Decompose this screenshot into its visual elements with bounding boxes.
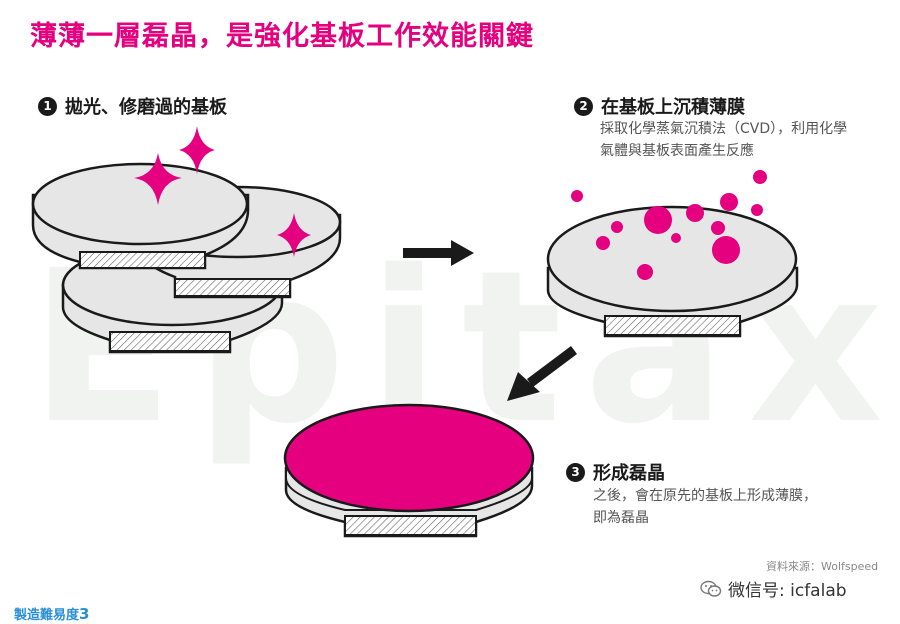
step-3-description: 之後，會在原先的基板上形成薄膜， 即為磊晶 [593,485,817,529]
wechat-label: 微信号: icfalab [728,581,847,601]
step-1-label: 1 拋光、修磨過的基板 [38,93,227,119]
step-3-label: 3 形成磊晶 [566,459,665,485]
step-1-title: 拋光、修磨過的基板 [65,97,227,118]
source-credit: 資料來源：Wolfspeed [766,560,879,573]
sparkle-icon [277,213,311,257]
difficulty-footer: 製造難易度3 [14,604,89,623]
step-3-number: 3 [566,462,585,482]
step-2-number: 2 [574,96,593,116]
gas-particles [571,170,767,280]
step-3-description-line: 即為磊晶 [593,510,649,526]
step-2-label: 2 在基板上沉積薄膜 [574,93,745,119]
wafer-deposition [546,205,799,338]
step-1-number: 1 [38,96,57,116]
wechat-handle: 微信号: icfalab [700,576,847,601]
sparkle-icon [179,126,215,174]
arrow-right-icon [403,240,474,266]
page-title: 薄薄一層磊晶，是強化基板工作效能關鍵 [30,21,534,52]
difficulty-level: 3 [79,605,90,623]
step-3-title: 形成磊晶 [593,463,665,484]
wafer-epitaxy [283,403,535,538]
wechat-icon [700,580,722,597]
difficulty-label: 製造難易度 [14,608,80,623]
sparkle-icon [134,153,182,205]
arrow-down-left-icon [507,346,577,401]
wafer-top [31,162,250,270]
step-3-description-line: 之後，會在原先的基板上形成薄膜， [593,488,817,504]
step-2-description-line: 氣體與基板表面產生反應 [600,143,754,159]
step-2-title: 在基板上沉積薄膜 [601,97,745,118]
step-2-description-line: 採取化學蒸氣沉積法（CVD），利用化學 [600,121,848,137]
step-2-description: 採取化學蒸氣沉積法（CVD），利用化學 氣體與基板表面產生反應 [600,118,847,162]
